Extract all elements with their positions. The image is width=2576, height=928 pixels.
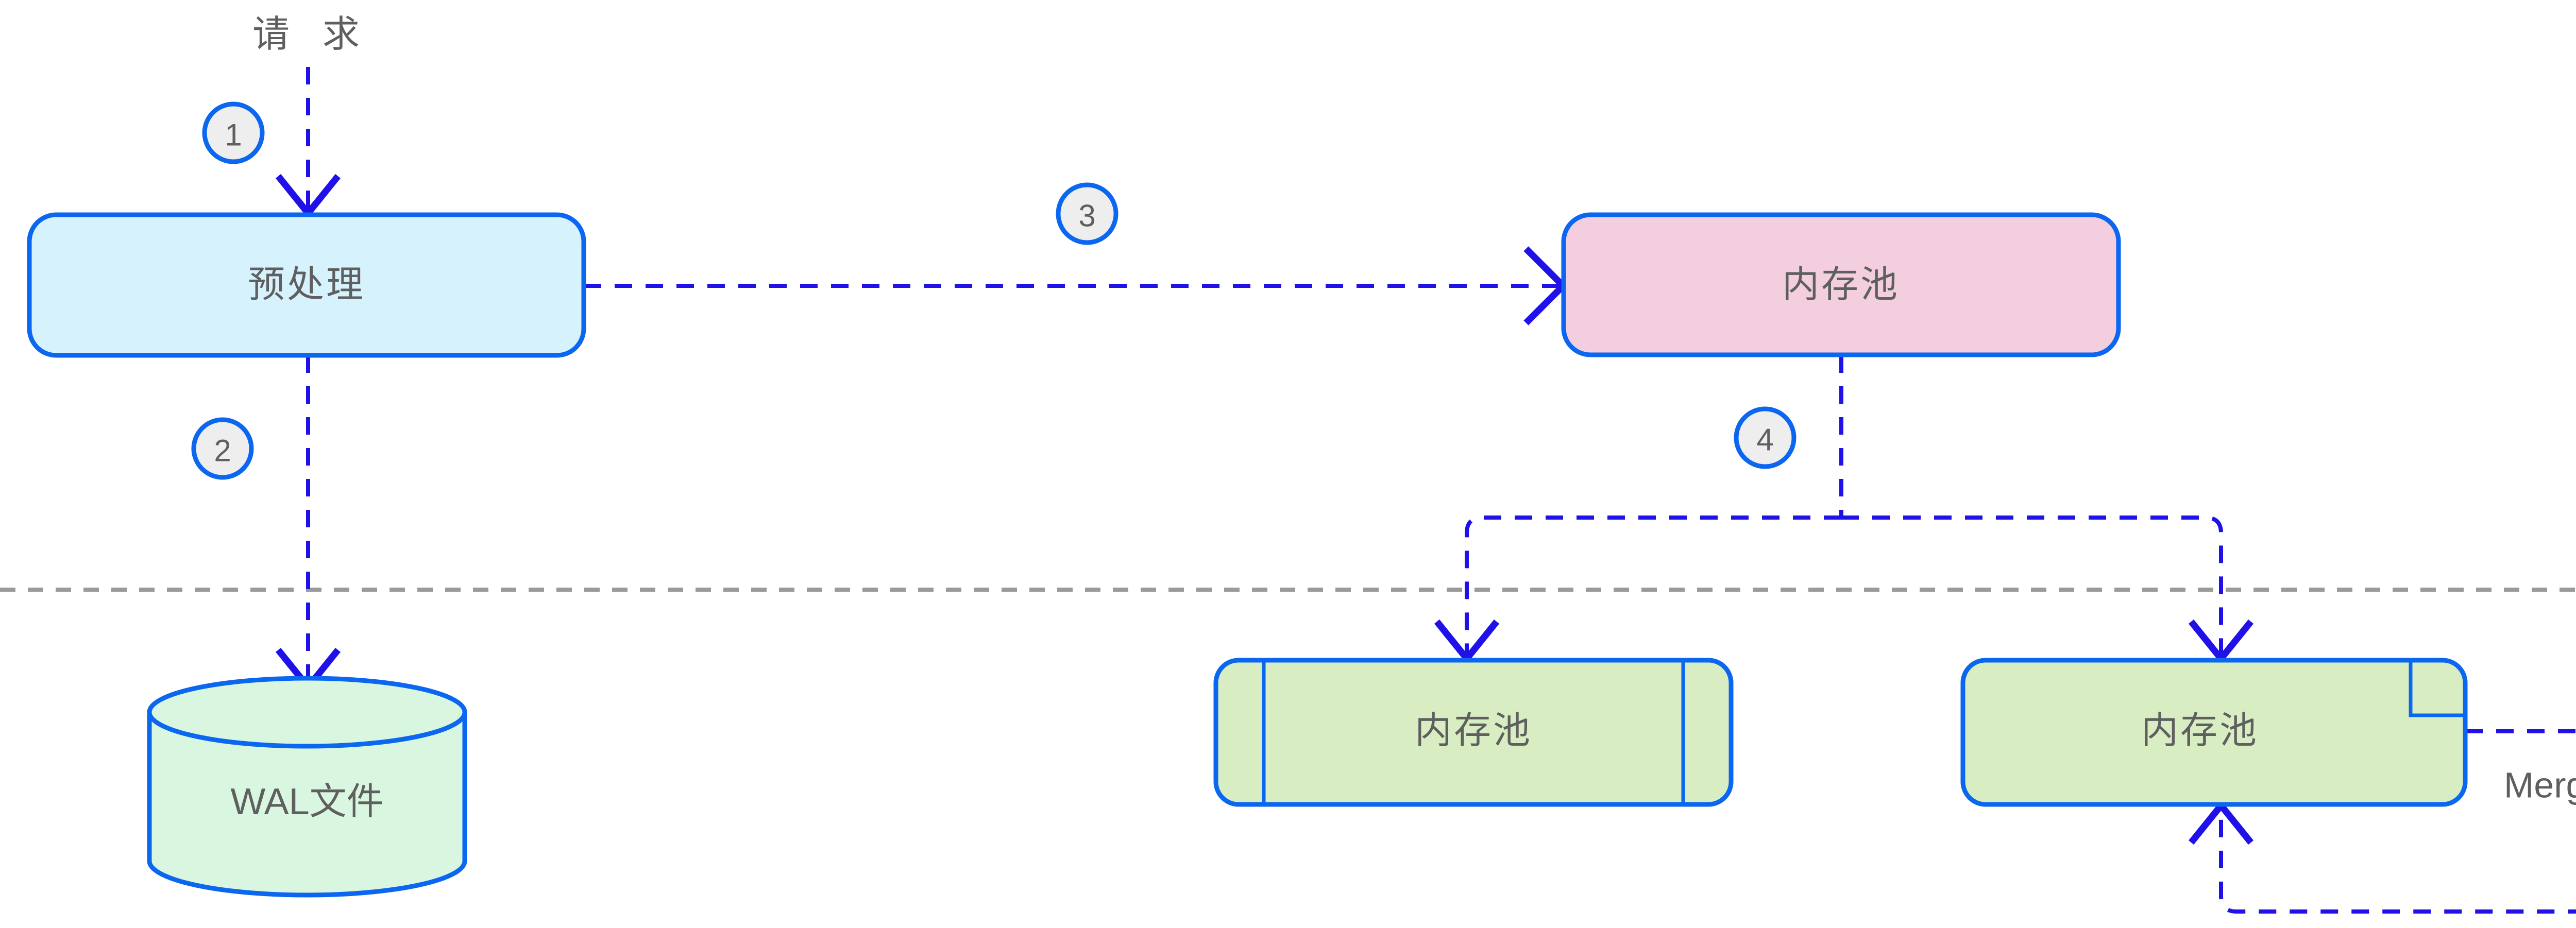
edge-mempool-to-right-pool bbox=[1841, 515, 2223, 657]
request-label: 请 求 bbox=[252, 14, 371, 55]
node-wal-file-label: WAL文件 bbox=[230, 781, 383, 822]
node-mempool-right-label: 内存池 bbox=[2141, 710, 2259, 751]
step-badge-2-circle bbox=[191, 417, 254, 480]
wal-cylinder-top bbox=[147, 676, 467, 749]
step-badge-2-label: 2 bbox=[214, 434, 231, 468]
node-wal-file[interactable] bbox=[147, 676, 467, 898]
node-preprocess[interactable] bbox=[27, 212, 586, 358]
node-mempool-right[interactable] bbox=[1960, 658, 2468, 807]
step-badge-4[interactable]: 4 bbox=[1734, 406, 1797, 469]
node-preprocess-label: 预处理 bbox=[248, 264, 365, 305]
step-badge-1-label: 1 bbox=[225, 118, 242, 152]
wal-cylinder-body bbox=[147, 710, 467, 898]
step-badge-3-label: 3 bbox=[1078, 199, 1095, 233]
mempool-left-body bbox=[1213, 658, 1734, 807]
node-mempool-left[interactable] bbox=[1213, 658, 1734, 807]
step-badge-2[interactable]: 2 bbox=[191, 417, 254, 480]
step-badge-4-circle bbox=[1734, 406, 1797, 469]
step-badge-4-label: 4 bbox=[1756, 423, 1773, 457]
step-badge-1-circle bbox=[202, 101, 265, 164]
edge-label-merge: Merge bbox=[2504, 765, 2576, 805]
edge-mempool-to-left-pool bbox=[1465, 515, 1841, 657]
node-mempool-main-label: 内存池 bbox=[1782, 264, 1900, 305]
step-badge-1[interactable]: 1 bbox=[202, 101, 265, 164]
node-mempool-main[interactable] bbox=[1561, 212, 2121, 357]
mempool-right-corner-notch-icon bbox=[2409, 660, 2467, 717]
node-mempool-left-label: 内存池 bbox=[1415, 710, 1532, 751]
mempool-right-body bbox=[1960, 658, 2468, 807]
step-badge-3[interactable]: 3 bbox=[1056, 182, 1118, 245]
step-badge-3-circle bbox=[1056, 182, 1118, 245]
